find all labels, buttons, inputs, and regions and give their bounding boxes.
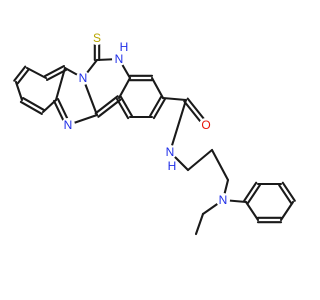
bond-ph3-ph4-a: [278, 184, 293, 205]
bond-cb4-cb5-a: [19, 100, 43, 115]
bond-ph4-ph5: [279, 200, 295, 222]
bond-ch2b-ch2c: [210, 148, 230, 182]
bond-cb2-cb3-a: [13, 65, 27, 82]
molecule-diagram: S N H N N O: [13, 31, 296, 236]
atom-label-h-ring: H: [120, 40, 129, 54]
bond-cb4-cb5-b: [22, 97, 46, 112]
bond-et1-et2: [194, 212, 205, 236]
atom-label-n-fused: N: [79, 71, 88, 85]
atom-nh-amide: N H: [163, 145, 178, 173]
bond-c4-c3: [150, 76, 165, 100]
bond-c12a-c12b-a: [97, 98, 122, 118]
atom-label-n-ring: N: [115, 52, 124, 66]
bond-c1-c12b-a: [119, 95, 133, 117]
bond-ch2a-ch2b: [186, 148, 214, 172]
atom-nitrogen-imidazole: N: [61, 118, 75, 132]
bond-cb2-cb3-b: [16, 68, 30, 85]
bond-layer: [13, 36, 296, 236]
atom-label-s: S: [93, 31, 101, 45]
bond-c1-c12b-b: [116, 98, 130, 120]
atom-oxygen: O: [199, 118, 213, 132]
atom-label-n-amide: N: [166, 145, 175, 159]
atom-label-layer: S N H N N O: [61, 31, 230, 207]
atom-nitrogen-amine: N: [216, 193, 230, 207]
atom-nh-ring: N H: [112, 40, 130, 66]
bond-c7a-cb1-b: [45, 68, 68, 81]
atom-sulfur: S: [90, 31, 104, 45]
bond-c3-c3c: [161, 96, 188, 102]
bond-c7a-cb1-a: [43, 65, 66, 78]
bond-cb3-cb4: [14, 80, 24, 102]
atom-label-h-amide: H: [168, 159, 177, 173]
bond-ph1-ph2-b: [243, 181, 258, 202]
bond-c3c-na: [168, 98, 188, 154]
atom-label-n-imidazole: N: [64, 118, 73, 132]
bond-c12a-c12b-b: [94, 95, 119, 115]
bond-c3-c2-a: [149, 95, 163, 117]
bond-c3-c2-b: [152, 98, 166, 120]
atom-label-n-amine: N: [219, 193, 228, 207]
bond-ph1-ph2-a: [246, 184, 261, 205]
atom-label-o: O: [201, 118, 210, 132]
molecule-structure-svg: S N H N N O: [13, 31, 296, 236]
bond-cb1-cb2: [25, 66, 48, 80]
bond-c12b-c4a: [117, 76, 132, 100]
bond-ph6-ph1: [244, 200, 260, 222]
bond-c11a-c7a: [54, 66, 67, 102]
bond-ph3-ph4-b: [281, 181, 296, 202]
atom-nitrogen-fused: N: [76, 71, 90, 85]
